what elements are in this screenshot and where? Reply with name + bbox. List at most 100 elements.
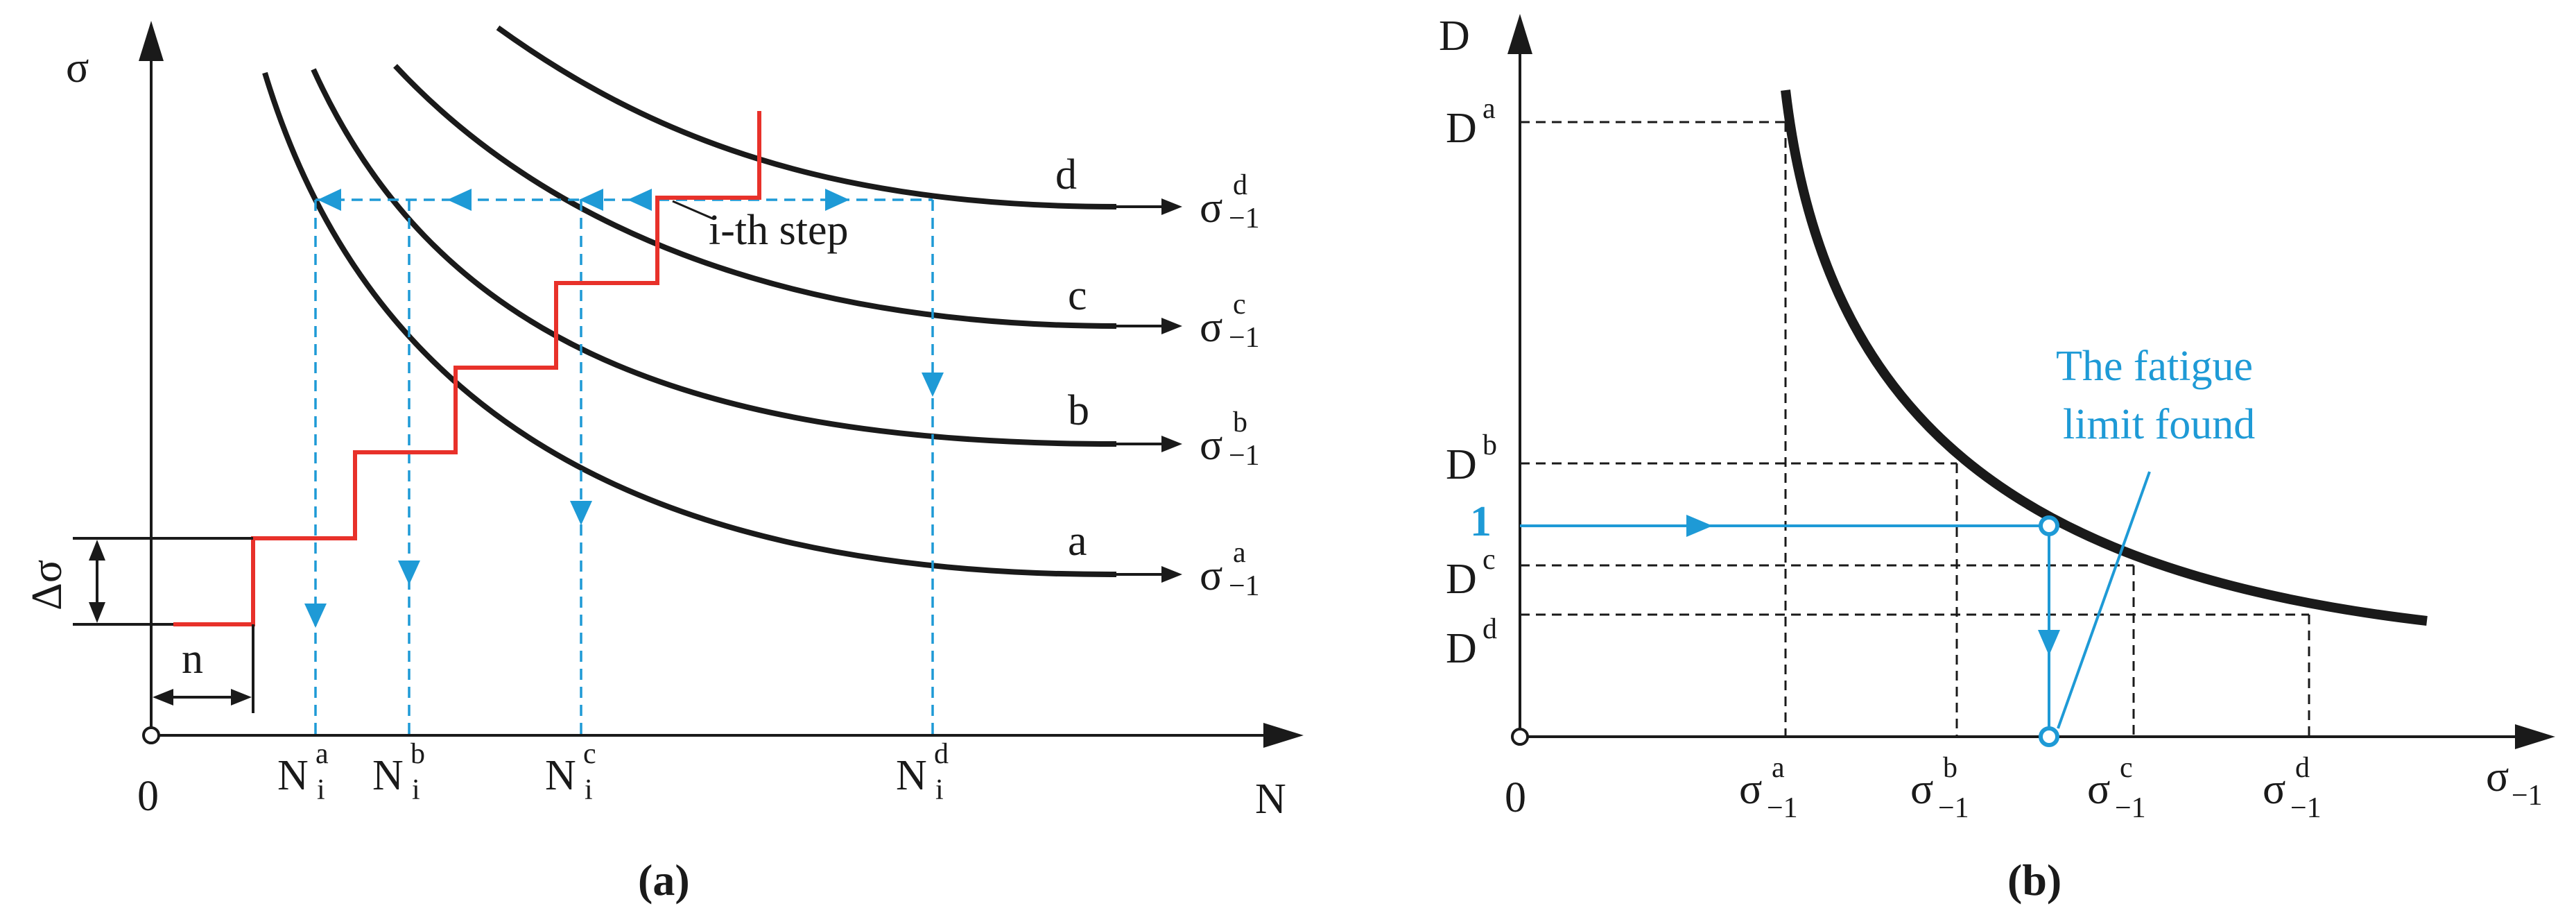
damage-curve [1781, 89, 2428, 626]
svg-text:−1: −1 [1938, 792, 1969, 824]
svg-text:i: i [317, 774, 325, 806]
svg-text:σ: σ [1200, 185, 1222, 232]
sigma-tick-a: σ a −1 [1739, 752, 1798, 824]
a-y-axis-arrow-icon [139, 21, 164, 61]
down-arrow-icon [398, 561, 420, 585]
svg-text:σ: σ [1910, 766, 1933, 813]
svg-text:N: N [896, 752, 927, 799]
up-arrow-icon [89, 540, 105, 561]
a-origin-label: 0 [137, 773, 159, 820]
svg-text:i: i [935, 774, 944, 806]
svg-text:b: b [1233, 407, 1247, 438]
svg-text:D: D [1446, 441, 1477, 488]
delta-sigma-dimension [73, 537, 253, 626]
a-y-axis-label: σ [66, 44, 89, 92]
down-arrow-icon [2038, 630, 2060, 656]
svg-text:σ: σ [1739, 766, 1762, 813]
svg-text:d: d [1483, 613, 1497, 645]
svg-text:a: a [315, 738, 329, 770]
d-tick-c: D c [1446, 544, 1496, 603]
curve-d [496, 25, 1117, 209]
b-origin-marker [1511, 728, 1529, 746]
n-tick-a: N a i [277, 738, 329, 806]
d-tick-d: D d [1446, 613, 1497, 672]
b-x-axis-arrow-icon [2515, 724, 2555, 749]
svg-text:σ: σ [1200, 304, 1222, 351]
limit-label-a: σ a −1 [1200, 537, 1260, 602]
n-dimension [153, 624, 254, 713]
a-x-axis-arrow-icon [1263, 723, 1304, 748]
svg-text:−1: −1 [2290, 792, 2322, 824]
b-origin-label: 0 [1505, 774, 1526, 821]
panel-a-caption: (a) [638, 855, 690, 905]
svg-text:i: i [585, 774, 593, 806]
b-construction [1520, 471, 2151, 747]
svg-text:σ: σ [2087, 766, 2110, 813]
limit-label-b: σ b −1 [1200, 407, 1260, 472]
b-reference-lines [1520, 121, 2310, 737]
svg-text:D: D [1446, 556, 1477, 603]
svg-text:b: b [410, 738, 425, 770]
limit-arrow-b-icon [1161, 436, 1182, 452]
n-tick-c: N c i [545, 738, 596, 806]
svg-text:−1: −1 [2512, 780, 2543, 812]
svg-text:−1: −1 [2115, 792, 2146, 824]
limit-arrow-d-icon [1161, 198, 1182, 215]
step-annotation: i-th step [709, 207, 848, 254]
svg-text:−1: −1 [1767, 792, 1798, 824]
n-tick-b: N b i [372, 738, 425, 806]
svg-text:−1: −1 [1229, 322, 1260, 354]
limit-arrow-a-icon [1161, 566, 1182, 583]
svg-text:b: b [1483, 429, 1497, 461]
svg-text:−1: −1 [1229, 440, 1260, 472]
annotation-line1: The fatigue [2056, 343, 2253, 390]
annotation-line2: limit found [2063, 401, 2255, 448]
svg-text:σ: σ [2263, 766, 2285, 813]
d-tick-b: D b [1446, 429, 1497, 488]
curve-c [393, 64, 1117, 329]
svg-text:a: a [1772, 752, 1785, 784]
limit-label-d: σ d −1 [1200, 169, 1260, 234]
svg-text:σ: σ [2486, 753, 2509, 801]
n-tick-d: N d i [896, 738, 949, 806]
svg-text:b: b [1943, 752, 1957, 784]
d-tick-a: D a [1446, 93, 1496, 152]
svg-text:d: d [934, 738, 949, 770]
svg-text:σ: σ [1200, 422, 1222, 469]
left-arrow-icon [447, 189, 472, 211]
b-y-axis-arrow-icon [1507, 14, 1532, 54]
right-arrow-icon [1686, 515, 1713, 537]
svg-text:−1: −1 [1229, 570, 1260, 602]
svg-text:N: N [277, 752, 309, 799]
curve-b [311, 68, 1117, 447]
marker-label: 1 [1470, 498, 1492, 545]
panel-b-caption: (b) [2007, 855, 2061, 905]
right-arrow-icon [231, 689, 252, 706]
svg-text:D: D [1446, 105, 1477, 152]
intersection-marker [2039, 515, 2059, 536]
left-arrow-icon [579, 189, 603, 211]
a-x-axis-label: N [1255, 776, 1286, 823]
panel-a: σ N 0 a b c d σ a −1 σ b −1 σ [24, 21, 1304, 905]
annotation-leader [2057, 471, 2151, 729]
svg-text:i: i [412, 774, 420, 806]
left-arrow-icon [153, 689, 173, 706]
fatigue-limit-marker [2039, 726, 2059, 747]
curve-label-a: a [1068, 518, 1087, 565]
b-y-axis-label: D [1439, 12, 1470, 60]
svg-text:σ: σ [1200, 552, 1222, 599]
sigma-tick-b: σ b −1 [1910, 752, 1969, 824]
svg-text:N: N [372, 752, 404, 799]
curve-label-b: b [1068, 387, 1089, 434]
curve-label-c: c [1068, 272, 1087, 319]
right-arrow-icon [825, 189, 849, 211]
a-origin-marker [142, 726, 160, 744]
down-arrow-icon [89, 602, 105, 623]
svg-text:d: d [1233, 169, 1247, 201]
svg-text:c: c [583, 738, 596, 770]
down-arrow-icon [570, 501, 592, 525]
sigma-tick-c: σ c −1 [2087, 752, 2146, 824]
delta-sigma-label: Δσ [24, 560, 71, 610]
sigma-tick-d: σ d −1 [2263, 752, 2322, 824]
